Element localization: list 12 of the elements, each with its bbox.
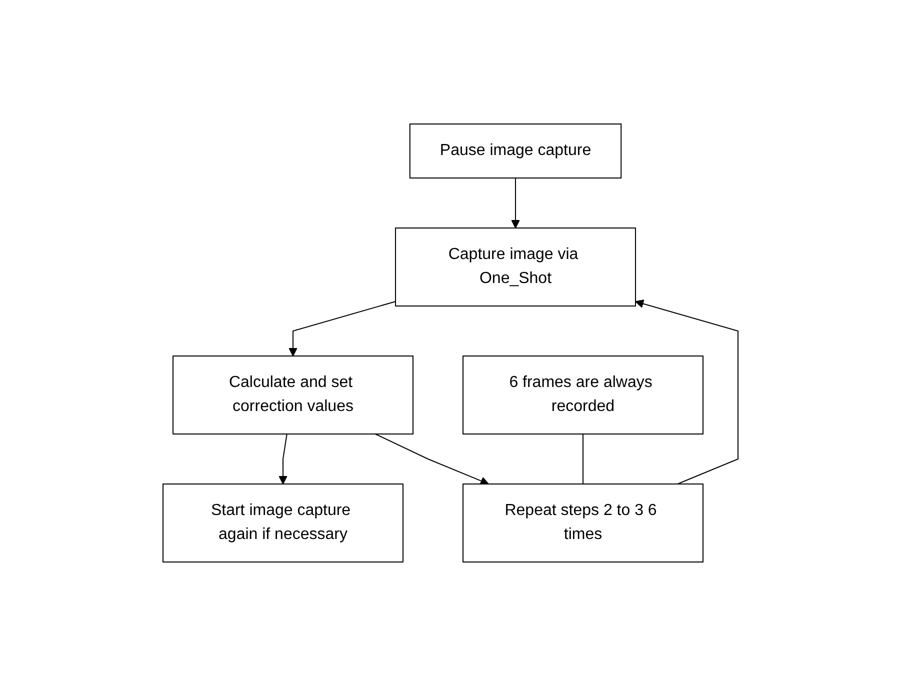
connector xyxy=(582,434,583,484)
node-box: Repeat steps 2 to 3 6 times xyxy=(462,484,703,562)
arrow xyxy=(510,178,520,228)
node-box: Capture image via One_Shot xyxy=(394,228,636,306)
node-box: 6 frames are always recorded xyxy=(462,356,703,434)
arrow xyxy=(374,434,488,486)
node-box: Pause image capture xyxy=(408,124,622,178)
arrow xyxy=(288,301,396,356)
arrow xyxy=(634,299,738,484)
arrow xyxy=(278,434,287,484)
node-box: Calculate and set correction values xyxy=(172,356,413,434)
node-box: Start image capture again if necessary xyxy=(162,484,403,562)
